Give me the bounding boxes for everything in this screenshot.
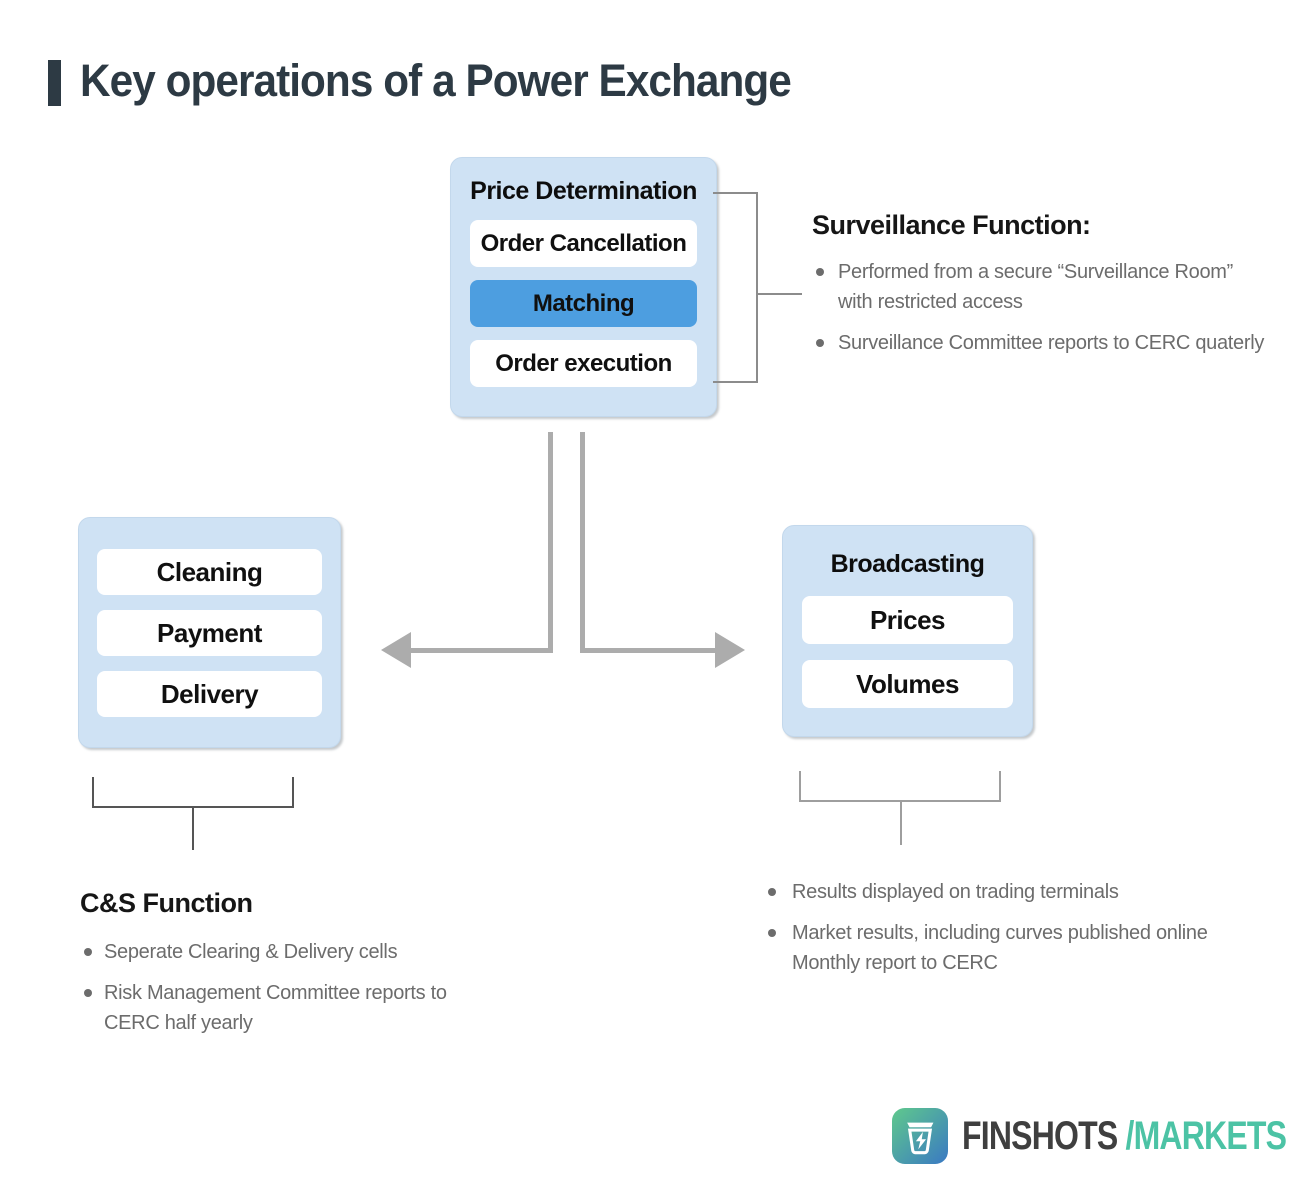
right-arrow-vertical-line — [580, 432, 585, 653]
clearing-row-delivery: Delivery — [97, 671, 322, 717]
cs-bracket-stem-line — [192, 806, 194, 850]
broadcasting-notes: Results displayed on trading terminals M… — [764, 877, 1264, 989]
price-box-title: Price Determination — [470, 177, 697, 205]
cs-function-bullet-2: Risk Management Committee reports to CER… — [80, 978, 520, 1038]
broadcasting-bullet-2: Market results, including curves publish… — [764, 918, 1264, 978]
price-row-order-cancellation: Order Cancellation — [470, 220, 697, 267]
left-arrow-vertical-line — [548, 432, 553, 653]
right-arrowhead-icon — [715, 632, 745, 668]
broadcasting-title: Broadcasting — [830, 550, 985, 578]
page-title: Key operations of a Power Exchange — [80, 55, 792, 106]
clearing-row-payment: Payment — [97, 610, 322, 656]
surveillance-bracket-top-line — [713, 192, 758, 194]
logo-brand-text: FINSHOTS — [962, 1113, 1118, 1158]
price-row-order-execution: Order execution — [470, 340, 697, 387]
left-arrowhead-icon — [381, 632, 411, 668]
cs-bracket-right-line — [292, 777, 294, 808]
cs-function-note: C&S Function Seperate Clearing & Deliver… — [80, 888, 520, 1049]
clearing-settlement-box: Cleaning Payment Delivery — [78, 517, 341, 748]
surveillance-bullet-2: Surveillance Committee reports to CERC q… — [812, 328, 1292, 358]
surveillance-function-note: Surveillance Function: Performed from a … — [812, 210, 1292, 369]
broadcasting-row-prices: Prices — [802, 596, 1013, 644]
cs-function-bullet-list: Seperate Clearing & Delivery cells Risk … — [80, 937, 520, 1038]
surveillance-bullet-1: Performed from a secure “Surveillance Ro… — [812, 257, 1292, 317]
finshots-markets-logo: FINSHOTS /MARKETS — [892, 1108, 1313, 1164]
surveillance-heading: Surveillance Function: — [812, 210, 1091, 240]
broadcast-bracket-stem-line — [900, 800, 902, 845]
broadcast-bracket-right-line — [999, 771, 1001, 802]
right-arrow-horizontal-line — [580, 648, 718, 653]
left-arrow-horizontal-line — [408, 648, 553, 653]
price-determination-box: Price Determination Order Cancellation M… — [450, 157, 717, 417]
surveillance-bracket-bottom-line — [713, 381, 758, 383]
broadcasting-bullet-1: Results displayed on trading terminals — [764, 877, 1264, 907]
cs-function-heading: C&S Function — [80, 888, 253, 918]
logo-suffix-text: /MARKETS — [1125, 1113, 1287, 1158]
broadcasting-bullet-list: Results displayed on trading terminals M… — [764, 877, 1264, 978]
cs-bracket-left-line — [92, 777, 94, 808]
cs-function-bullet-1: Seperate Clearing & Delivery cells — [80, 937, 520, 967]
clearing-row-cleaning: Cleaning — [97, 549, 322, 595]
logo-wordmark: FINSHOTS /MARKETS — [962, 1113, 1287, 1159]
broadcasting-row-volumes: Volumes — [802, 660, 1013, 708]
price-row-matching: Matching — [470, 280, 697, 327]
finshots-cup-icon — [892, 1108, 948, 1164]
surveillance-bullet-list: Performed from a secure “Surveillance Ro… — [812, 257, 1292, 358]
surveillance-bracket-vertical-line — [756, 192, 758, 383]
broadcasting-box: Broadcasting Prices Volumes — [782, 525, 1033, 737]
title-accent-bar — [48, 60, 61, 106]
broadcast-bracket-left-line — [799, 771, 801, 802]
surveillance-bracket-stub-line — [756, 293, 802, 295]
